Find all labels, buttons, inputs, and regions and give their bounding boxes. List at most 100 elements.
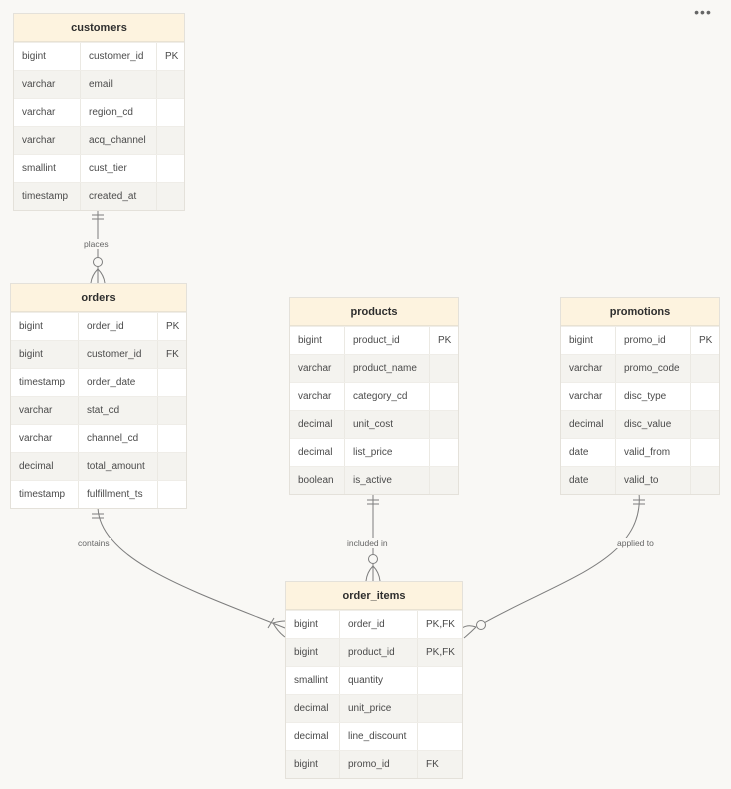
column-name: channel_cd bbox=[78, 425, 157, 452]
table-row[interactable]: date valid_from bbox=[561, 438, 719, 466]
column-name: quantity bbox=[339, 667, 417, 694]
entity-customers[interactable]: customers bigint customer_id PK varchar … bbox=[13, 13, 185, 211]
table-row[interactable]: boolean is_active bbox=[290, 466, 458, 494]
table-row[interactable]: date valid_to bbox=[561, 466, 719, 494]
column-name: acq_channel bbox=[80, 127, 156, 154]
column-key bbox=[690, 383, 719, 410]
entity-title: products bbox=[290, 298, 458, 326]
column-type: bigint bbox=[294, 759, 318, 770]
table-row[interactable]: bigint promo_id PK bbox=[561, 326, 719, 354]
column-type: timestamp bbox=[19, 377, 66, 388]
column-type: timestamp bbox=[19, 489, 66, 500]
more-options-icon[interactable]: ••• bbox=[694, 4, 712, 20]
column-type: decimal bbox=[298, 447, 333, 458]
column-key bbox=[690, 355, 719, 382]
rel-label-contains: contains bbox=[77, 538, 111, 548]
entity-products[interactable]: products bigint product_id PK varchar pr… bbox=[289, 297, 459, 495]
column-type: varchar bbox=[22, 107, 56, 118]
column-key bbox=[417, 667, 462, 694]
column-name: list_price bbox=[344, 439, 429, 466]
table-row[interactable]: varchar product_name bbox=[290, 354, 458, 382]
entity-title: promotions bbox=[561, 298, 719, 326]
column-key: PK bbox=[690, 327, 719, 354]
rel-applied-to-line bbox=[461, 492, 645, 639]
table-row[interactable]: timestamp fulfillment_ts bbox=[11, 480, 186, 508]
column-type: bigint bbox=[19, 349, 43, 360]
rel-label-included-in: included in bbox=[346, 538, 389, 548]
column-key: PK bbox=[157, 313, 186, 340]
table-row[interactable]: bigint customer_id FK bbox=[11, 340, 186, 368]
column-type: bigint bbox=[22, 51, 46, 62]
column-name: category_cd bbox=[344, 383, 429, 410]
entity-promotions[interactable]: promotions bigint promo_id PK varchar pr… bbox=[560, 297, 720, 495]
table-row[interactable]: decimal unit_cost bbox=[290, 410, 458, 438]
table-row[interactable]: varchar promo_code bbox=[561, 354, 719, 382]
column-key bbox=[157, 397, 186, 424]
column-name: promo_id bbox=[339, 751, 417, 778]
column-key bbox=[429, 383, 458, 410]
table-row[interactable]: bigint product_id PK bbox=[290, 326, 458, 354]
column-key bbox=[156, 183, 184, 210]
column-name: cust_tier bbox=[80, 155, 156, 182]
column-key bbox=[157, 453, 186, 480]
table-row[interactable]: varchar category_cd bbox=[290, 382, 458, 410]
column-type: bigint bbox=[294, 647, 318, 658]
column-type: boolean bbox=[298, 475, 334, 486]
column-key bbox=[156, 71, 184, 98]
table-row[interactable]: bigint promo_id FK bbox=[286, 750, 462, 778]
column-name: customer_id bbox=[80, 43, 156, 70]
table-row[interactable]: varchar acq_channel bbox=[14, 126, 184, 154]
table-row[interactable]: decimal disc_value bbox=[561, 410, 719, 438]
column-key bbox=[156, 127, 184, 154]
column-type: varchar bbox=[569, 391, 603, 402]
column-type: decimal bbox=[298, 419, 333, 430]
table-row[interactable]: decimal list_price bbox=[290, 438, 458, 466]
table-row[interactable]: varchar disc_type bbox=[561, 382, 719, 410]
column-key bbox=[429, 355, 458, 382]
table-row[interactable]: varchar region_cd bbox=[14, 98, 184, 126]
table-row[interactable]: decimal total_amount bbox=[11, 452, 186, 480]
entity-orders[interactable]: orders bigint order_id PK bigint custome… bbox=[10, 283, 187, 509]
column-type: decimal bbox=[294, 703, 329, 714]
table-row[interactable]: bigint order_id PK bbox=[11, 312, 186, 340]
column-name: created_at bbox=[80, 183, 156, 210]
column-type: decimal bbox=[569, 419, 604, 430]
table-row[interactable]: bigint order_id PK,FK bbox=[286, 610, 462, 638]
column-key bbox=[156, 99, 184, 126]
table-row[interactable]: decimal line_discount bbox=[286, 722, 462, 750]
column-key bbox=[157, 369, 186, 396]
table-row[interactable]: varchar channel_cd bbox=[11, 424, 186, 452]
column-name: order_id bbox=[78, 313, 157, 340]
table-row[interactable]: smallint cust_tier bbox=[14, 154, 184, 182]
column-type: varchar bbox=[19, 433, 53, 444]
column-key: PK,FK bbox=[417, 639, 462, 666]
table-row[interactable]: varchar stat_cd bbox=[11, 396, 186, 424]
column-type: date bbox=[569, 447, 589, 458]
table-row[interactable]: bigint customer_id PK bbox=[14, 42, 184, 70]
table-row[interactable]: varchar email bbox=[14, 70, 184, 98]
column-name: unit_cost bbox=[344, 411, 429, 438]
column-name: product_id bbox=[339, 639, 417, 666]
entity-title: orders bbox=[11, 284, 186, 312]
column-key bbox=[157, 425, 186, 452]
table-row[interactable]: bigint product_id PK,FK bbox=[286, 638, 462, 666]
rel-label-applied-to: applied to bbox=[616, 538, 655, 548]
column-name: promo_id bbox=[615, 327, 690, 354]
column-name: valid_to bbox=[615, 467, 690, 494]
column-name: fulfillment_ts bbox=[78, 481, 157, 508]
column-type: decimal bbox=[294, 731, 329, 742]
table-row[interactable]: timestamp order_date bbox=[11, 368, 186, 396]
column-type: varchar bbox=[569, 363, 603, 374]
rel-contains-line bbox=[92, 506, 286, 638]
entity-title: customers bbox=[14, 14, 184, 42]
column-name: stat_cd bbox=[78, 397, 157, 424]
column-name: customer_id bbox=[78, 341, 157, 368]
table-row[interactable]: timestamp created_at bbox=[14, 182, 184, 210]
column-type: varchar bbox=[22, 79, 56, 90]
table-row[interactable]: smallint quantity bbox=[286, 666, 462, 694]
column-key: PK bbox=[156, 43, 184, 70]
entity-order-items[interactable]: order_items bigint order_id PK,FK bigint… bbox=[285, 581, 463, 779]
column-key bbox=[157, 481, 186, 508]
table-row[interactable]: decimal unit_price bbox=[286, 694, 462, 722]
